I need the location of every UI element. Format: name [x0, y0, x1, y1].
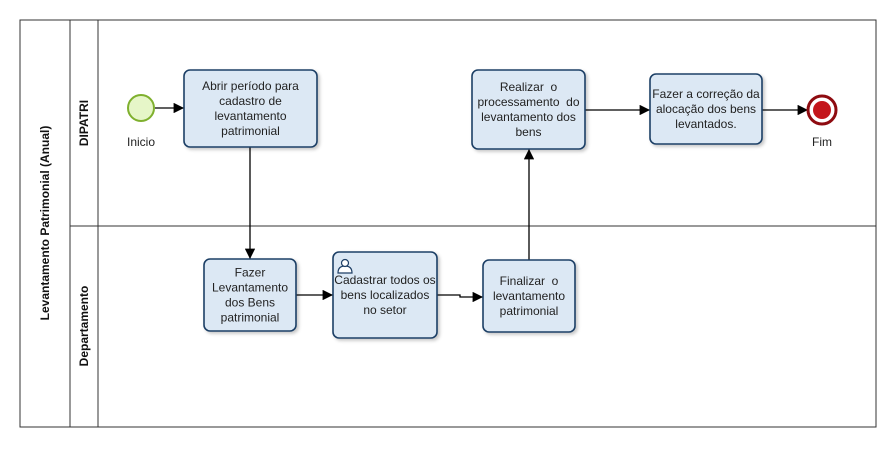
- task-box[interactable]: [482, 259, 576, 333]
- end-event[interactable]: Fim: [806, 94, 838, 149]
- task-box[interactable]: [203, 258, 297, 332]
- task-label-line: patrimonial: [221, 124, 280, 138]
- task-label-line: Levantamento: [212, 281, 288, 295]
- task-label-line: levantados.: [675, 117, 736, 131]
- lane-dipatri: DIPATRI: [77, 100, 91, 146]
- end-event-label: Fim: [812, 135, 832, 149]
- user-icon: [337, 258, 353, 274]
- task-label-line: Fazer a correção da: [652, 87, 760, 101]
- task-label-line: dos Bens: [225, 296, 275, 310]
- pool-title: Levantamento Patrimonial (Anual): [38, 126, 52, 321]
- task-label-line: levantamento: [493, 289, 565, 303]
- task-label-line: no setor: [363, 303, 406, 317]
- task-label-line: Finalizar o: [500, 274, 559, 288]
- task-label-line: patrimonial: [500, 304, 559, 318]
- task-label-line: bens localizados: [341, 288, 430, 302]
- task-label-line: levantamento dos: [481, 110, 576, 124]
- task-label-line: Abrir período para: [202, 79, 299, 93]
- lane-label-dipatri: DIPATRI: [77, 100, 91, 146]
- task-box[interactable]: [471, 69, 586, 150]
- task-box[interactable]: [649, 73, 763, 145]
- task-box[interactable]: [332, 251, 438, 339]
- start-event[interactable]: Inicio: [127, 94, 155, 149]
- task-label-line: alocação dos bens: [656, 102, 756, 116]
- task-label-line: Realizar o: [500, 80, 558, 94]
- lane-departamento: Departamento: [77, 286, 91, 367]
- task-label-line: Fazer: [235, 266, 266, 280]
- task-label-line: patrimonial: [221, 311, 280, 325]
- task-label-line: levantamento: [214, 109, 286, 123]
- task-label-line: Cadastrar todos os: [334, 273, 435, 287]
- start-event-label: Inicio: [127, 135, 155, 149]
- task-label-line: bens: [515, 125, 541, 139]
- flow-t3-to-t4: [437, 291, 483, 303]
- task-label-line: cadastro de: [219, 94, 282, 108]
- task-box[interactable]: [183, 69, 318, 148]
- task-label-line: processamento do: [477, 95, 579, 109]
- sequence-flows: [155, 102, 808, 303]
- lane-label-departamento: Departamento: [77, 286, 91, 367]
